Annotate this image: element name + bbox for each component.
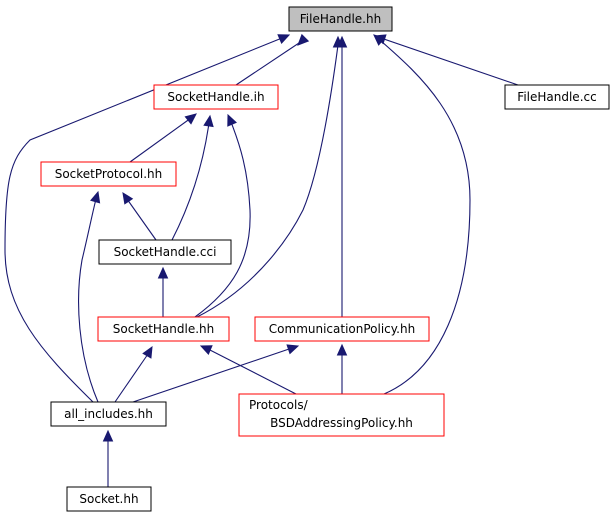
- node-label-sockethandle-hh: SocketHandle.hh: [113, 322, 215, 336]
- node-label-bsdaddressingpolicy-line1: Protocols/: [249, 398, 309, 412]
- edge-sockethandle-hh-to-filehandle-hh: [196, 44, 339, 318]
- node-label-socketprotocol-hh: SocketProtocol.hh: [55, 167, 163, 181]
- edge-all-includes-hh-to-filehandle-hh: [4, 37, 283, 403]
- node-communicationpolicy-hh[interactable]: CommunicationPolicy.hh: [254, 316, 430, 342]
- edge-socketprotocol-hh-to-sockethandle-ih: [129, 117, 192, 163]
- node-bsdaddressingpolicy-hh[interactable]: Protocols/ BSDAddressingPolicy.hh: [238, 393, 445, 437]
- node-sockethandle-hh[interactable]: SocketHandle.hh: [97, 316, 230, 342]
- arrowhead-sockethandle-hh-to-sockethandle-ih: [227, 113, 237, 127]
- node-filehandle-cc[interactable]: FileHandle.cc: [504, 84, 610, 110]
- edge-bsdaddressingpolicy-hh-to-sockethandle-hh: [207, 348, 297, 395]
- node-all-includes-hh[interactable]: all_includes.hh: [50, 401, 167, 427]
- edge-sockethandle-hh-to-sockethandle-ih: [194, 121, 251, 318]
- node-label-filehandle-cc: FileHandle.cc: [517, 90, 596, 104]
- arrowhead-all-includes-hh-to-communicationpolicy-hh: [286, 344, 300, 355]
- arrowhead-sockethandle-cci-to-socketprotocol-hh: [122, 191, 134, 205]
- arrowhead-all-includes-hh-to-sockethandle-hh: [142, 345, 153, 359]
- node-label-socket-hh: Socket.hh: [79, 492, 138, 506]
- node-label-sockethandle-ih: SocketHandle.ih: [167, 90, 264, 104]
- node-label-sockethandle-cci: SocketHandle.cci: [114, 245, 217, 259]
- arrowhead-sockethandle-cci-to-sockethandle-ih: [203, 114, 214, 128]
- node-label-filehandle-hh: FileHandle.hh: [300, 12, 381, 26]
- edges: [4, 33, 519, 487]
- node-label-all-includes-hh: all_includes.hh: [64, 407, 153, 421]
- node-filehandle-hh[interactable]: FileHandle.hh: [288, 6, 393, 32]
- arrowhead-bsdaddressingpolicy-hh-to-communicationpolicy-hh: [336, 343, 348, 356]
- edge-all-includes-hh-to-communicationpolicy-hh: [132, 347, 293, 403]
- edge-all-includes-hh-to-sockethandle-hh: [114, 353, 149, 403]
- node-label-bsdaddressingpolicy-line2: BSDAddressingPolicy.hh: [270, 416, 413, 430]
- arrowhead-bsdaddressingpolicy-hh-to-filehandle-hh: [373, 34, 386, 46]
- node-socket-hh[interactable]: Socket.hh: [66, 486, 152, 512]
- edge-all-includes-hh-to-socketprotocol-hh: [78, 198, 99, 403]
- edge-filehandle-cc-to-filehandle-hh: [380, 37, 519, 86]
- node-sockethandle-ih[interactable]: SocketHandle.ih: [153, 84, 279, 110]
- arrowhead-socketprotocol-hh-to-sockethandle-ih: [184, 113, 197, 125]
- arrowhead-bsdaddressingpolicy-hh-to-sockethandle-hh: [199, 345, 213, 355]
- arrowhead-all-includes-hh-to-filehandle-hh: [277, 34, 291, 44]
- node-socketprotocol-hh[interactable]: SocketProtocol.hh: [40, 161, 177, 187]
- arrowhead-communicationpolicy-hh-to-filehandle-hh: [336, 35, 348, 48]
- arrowhead-all-includes-hh-to-socketprotocol-hh: [90, 190, 101, 204]
- node-sockethandle-cci[interactable]: SocketHandle.cci: [98, 239, 232, 265]
- edge-sockethandle-cci-to-sockethandle-ih: [171, 122, 210, 241]
- arrowhead-sockethandle-hh-to-sockethandle-cci: [157, 266, 169, 279]
- edge-sockethandle-cci-to-socketprotocol-hh: [126, 198, 157, 241]
- arrowhead-socket-hh-to-all-includes-hh: [102, 429, 114, 442]
- edge-sockethandle-ih-to-filehandle-hh: [235, 40, 303, 86]
- edge-bsdaddressingpolicy-hh-to-filehandle-hh: [380, 40, 471, 395]
- node-label-communicationpolicy-hh: CommunicationPolicy.hh: [269, 322, 415, 336]
- arrowhead-sockethandle-ih-to-filehandle-hh: [297, 33, 310, 46]
